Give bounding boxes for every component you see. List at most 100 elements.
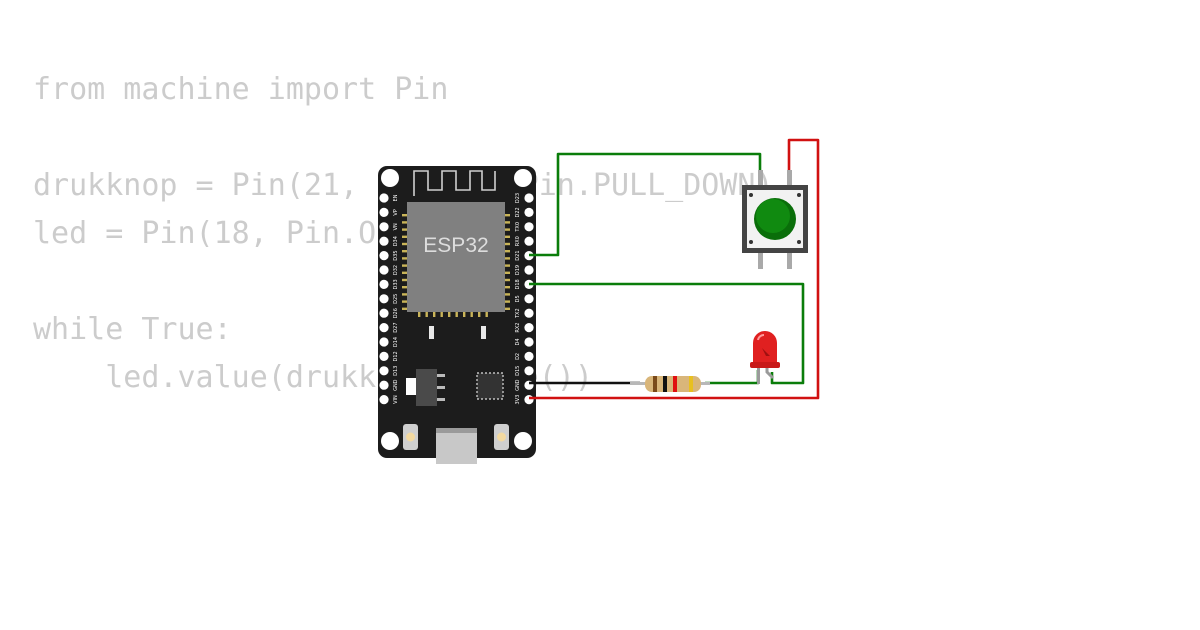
pin-label: VN — [393, 223, 399, 230]
module-pad — [402, 250, 407, 253]
pin-label: D2 — [515, 353, 521, 360]
module-pad — [505, 307, 510, 310]
header-pin[interactable] — [379, 207, 389, 217]
header-pin[interactable] — [379, 265, 389, 275]
module-pad — [505, 300, 510, 303]
module-pad — [455, 312, 458, 317]
header-pin[interactable] — [379, 236, 389, 246]
mounting-hole — [381, 169, 399, 187]
boot-button[interactable] — [494, 424, 509, 450]
wire-3v3-button[interactable] — [529, 138, 820, 400]
header-pin[interactable] — [524, 308, 534, 318]
header-pin[interactable] — [379, 193, 389, 203]
pin-label: D32 — [393, 265, 399, 275]
header-pin[interactable] — [524, 222, 534, 232]
module-pad — [402, 278, 407, 282]
wire-resistor-led[interactable] — [705, 370, 760, 385]
pin-labels: ENVPVND34D35D32D33D25D26D27D14D12D13GNDV… — [393, 193, 521, 405]
mounting-hole — [514, 169, 532, 187]
header-pin[interactable] — [524, 351, 534, 361]
pin-label: D5 — [515, 295, 521, 302]
pin-label: D4 — [515, 338, 521, 345]
code-line: led = Pin(18, Pin.OUT) — [33, 216, 431, 251]
module-pad — [402, 293, 407, 296]
chip-label: ESP32 — [423, 234, 488, 257]
module-pad — [505, 214, 510, 217]
usb-port[interactable] — [436, 428, 477, 464]
pin-label: D35 — [393, 250, 399, 260]
pin-label: RX2 — [515, 323, 521, 333]
header-pin[interactable] — [524, 323, 534, 333]
header-pin[interactable] — [379, 366, 389, 376]
module-pad — [433, 312, 436, 317]
module-pad — [463, 312, 466, 317]
pin-label: D13 — [393, 366, 399, 376]
header-pin[interactable] — [379, 294, 389, 304]
pin-label: TX0 — [515, 222, 521, 233]
mounting-hole — [381, 432, 399, 450]
module-pad — [402, 264, 407, 267]
module-pad — [402, 257, 407, 260]
header-pin[interactable] — [379, 308, 389, 318]
wires — [529, 138, 820, 400]
header-pin[interactable] — [379, 337, 389, 347]
module-pad — [505, 278, 510, 282]
header-pin[interactable] — [524, 395, 534, 405]
antenna-trace — [413, 170, 496, 196]
voltage-regulator — [416, 369, 437, 406]
module-pad — [402, 300, 407, 303]
header-pin[interactable] — [379, 222, 389, 232]
smd-component — [481, 326, 486, 339]
pin-label: GND — [393, 379, 399, 391]
led-body — [753, 331, 777, 365]
pin-label: D14 — [393, 337, 399, 347]
header-pin[interactable] — [379, 351, 389, 361]
module-pad — [505, 228, 510, 231]
module-pad — [402, 242, 407, 246]
header-pin[interactable] — [524, 265, 534, 275]
pin-label: D27 — [393, 322, 399, 332]
module-pad — [485, 312, 488, 317]
header-pin[interactable] — [524, 366, 534, 376]
esp32-board[interactable]: ESP32 ENVPVND34D35D32D33D25D26D27D14D12D… — [378, 166, 536, 464]
usb-uart-chip — [476, 372, 504, 400]
code-line: from machine import Pin — [33, 72, 449, 107]
module-pad — [418, 312, 421, 317]
pin-label: D25 — [393, 294, 399, 304]
pin-label: VP — [393, 209, 399, 215]
wire-d21-button[interactable] — [529, 152, 762, 257]
module-pad — [402, 235, 407, 238]
esp32-module — [407, 202, 505, 312]
pin-label: 3V3 — [515, 395, 521, 405]
resistor[interactable] — [630, 376, 710, 392]
red-led[interactable] — [750, 331, 780, 384]
en-button[interactable] — [403, 424, 418, 450]
pin-label: D19 — [515, 265, 521, 275]
wire-d18-led[interactable] — [529, 282, 805, 385]
module-pad — [505, 293, 510, 296]
header-pin[interactable] — [379, 323, 389, 333]
header-pin[interactable] — [524, 207, 534, 217]
header-pin[interactable] — [379, 251, 389, 261]
pushbutton[interactable] — [742, 170, 808, 269]
module-pad — [402, 221, 407, 224]
header-pin[interactable] — [524, 236, 534, 246]
pin-label: EN — [393, 194, 399, 201]
header-pin[interactable] — [524, 294, 534, 304]
module-pad — [448, 312, 451, 317]
module-pad — [505, 286, 510, 289]
module-pad — [470, 312, 473, 317]
module-pad — [505, 257, 510, 260]
header-pin[interactable] — [379, 395, 389, 405]
module-pins — [402, 214, 510, 317]
module-pad — [440, 312, 443, 317]
pin-label: D18 — [515, 279, 521, 289]
header-pin[interactable] — [379, 380, 389, 390]
header-pin[interactable] — [379, 279, 389, 289]
module-pad — [402, 271, 407, 274]
header-pin[interactable] — [524, 337, 534, 347]
module-pad — [402, 214, 407, 217]
code-line: while True: — [33, 312, 232, 347]
header-pin[interactable] — [524, 193, 534, 203]
